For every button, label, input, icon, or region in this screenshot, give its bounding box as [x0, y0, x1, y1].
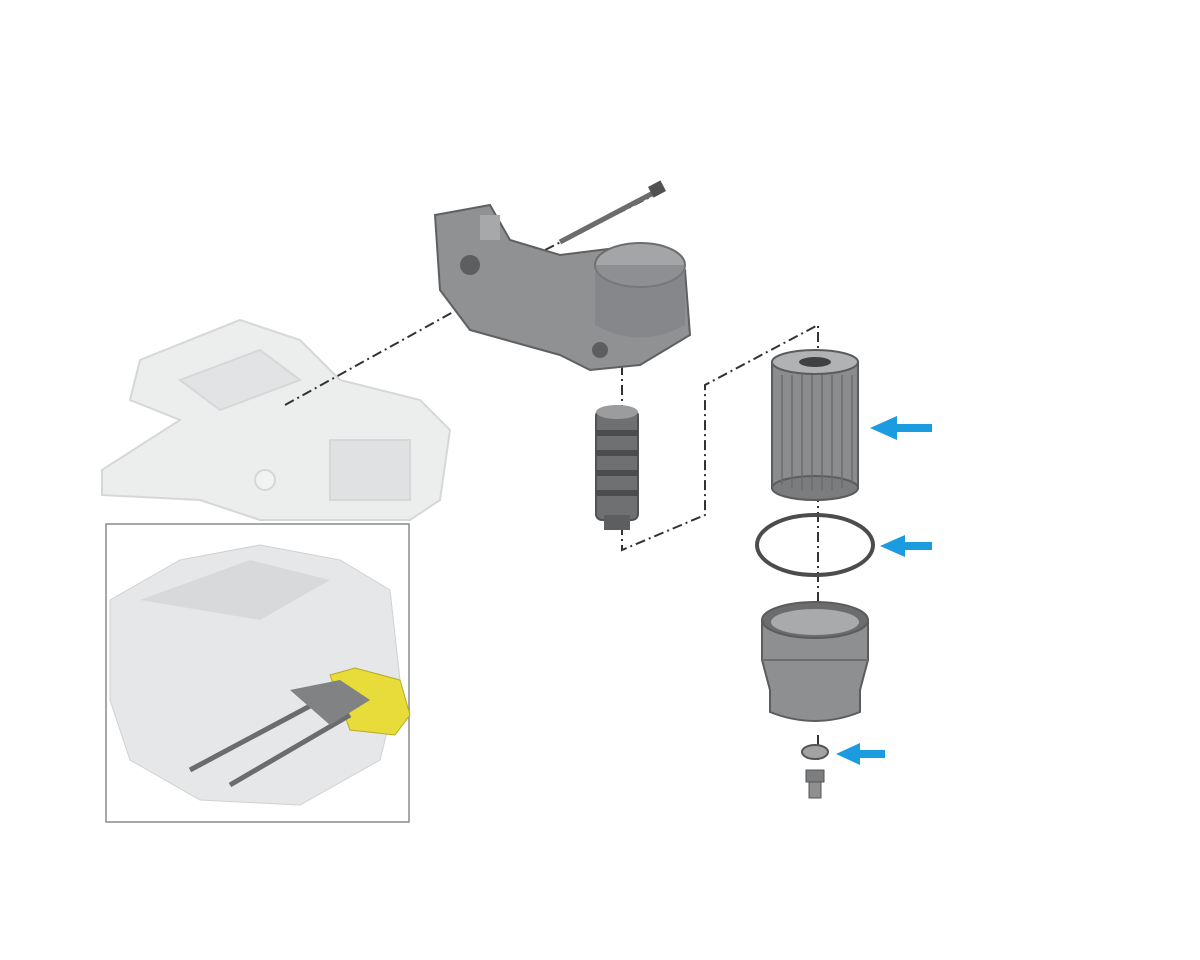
engine-location-inset: [105, 523, 411, 823]
arrow-left-icon: [880, 535, 932, 557]
drain-plug: [805, 769, 825, 799]
drain-seal: [801, 744, 829, 760]
filter-element: [771, 349, 859, 501]
arrow-left-icon: [836, 743, 885, 765]
bolt: [558, 180, 666, 245]
filter-cap: [761, 601, 869, 722]
o-ring: [755, 513, 875, 577]
ghost-engine-block: [101, 318, 452, 521]
oil-filter-housing: [433, 203, 692, 372]
arrow-left-icon: [870, 416, 932, 440]
valve-insert: [595, 405, 639, 530]
